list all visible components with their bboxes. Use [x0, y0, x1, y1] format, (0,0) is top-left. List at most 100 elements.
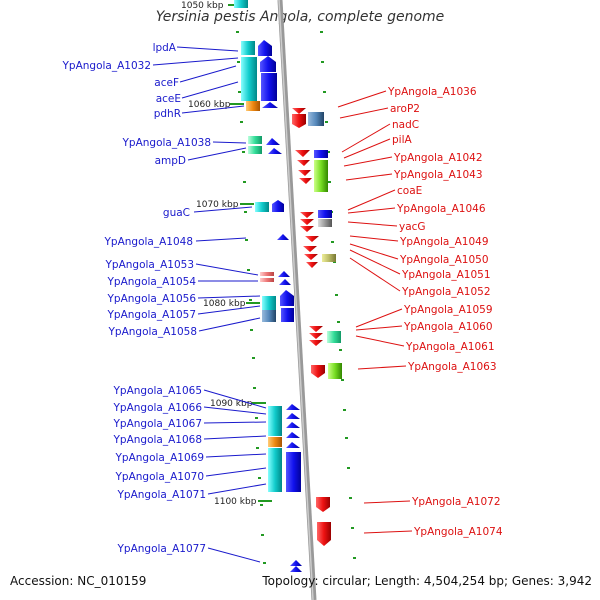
gene-arrow — [295, 150, 310, 157]
gene-block — [314, 150, 328, 158]
gene-block — [281, 308, 294, 322]
gene-arrow — [262, 102, 278, 108]
gene-arrow — [317, 522, 331, 546]
gene-label: YpAngola_A1061 — [405, 341, 495, 353]
gene-block — [261, 73, 277, 101]
map-title: Yersinia pestis Angola, complete genome — [155, 9, 445, 25]
gene-arrow — [266, 138, 280, 145]
gene-label: YpAngola_A1049 — [399, 236, 489, 248]
gene-block — [248, 146, 262, 154]
gene-label: YpAngola_A1038 — [121, 137, 211, 149]
gene-arrow — [303, 246, 317, 252]
gene-label: ampD — [155, 155, 186, 167]
kbp-label: 1090 kbp — [210, 399, 253, 409]
gene-arrow — [300, 212, 314, 218]
gene-label: YpAngola_A1042 — [393, 152, 483, 164]
gene-label: pilA — [392, 134, 412, 146]
gene-label: pdhR — [154, 108, 181, 120]
gene-label: YpAngola_A1054 — [106, 276, 196, 288]
gene-label: YpAngola_A1043 — [393, 169, 483, 181]
gene-block — [241, 57, 257, 101]
gene-label: guaC — [163, 207, 190, 219]
kbp-label: 1080 kbp — [203, 299, 246, 309]
gene-label: YpAngola_A1067 — [112, 418, 202, 430]
kbp-label: 1100 kbp — [214, 497, 257, 507]
gene-block — [318, 210, 332, 218]
gene-arrow — [272, 200, 284, 212]
gene-arrow — [292, 114, 306, 128]
gene-block — [268, 437, 282, 447]
gene-label: YpAngola_A1036 — [387, 86, 477, 98]
gene-arrow — [292, 108, 306, 114]
gene-arrow — [279, 279, 291, 285]
kbp-label: 1050 kbp — [181, 1, 224, 11]
gene-label: YpAngola_A1059 — [403, 304, 493, 316]
gene-arrow — [290, 566, 302, 572]
gene-arrow — [300, 219, 314, 225]
gene-block — [322, 254, 336, 262]
gene-block — [318, 219, 332, 227]
gene-label: YpAngola_A1057 — [106, 309, 196, 321]
gene-label: lpdA — [153, 42, 177, 54]
gene-label: YpAngola_A1066 — [112, 402, 202, 414]
gene-label: YpAngola_A1071 — [116, 489, 206, 501]
left-leader-lines — [152, 46, 267, 563]
gene-label: YpAngola_A1070 — [114, 471, 204, 483]
gene-label: YpAngola_A1053 — [104, 259, 194, 271]
gene-block — [262, 296, 276, 310]
gene-arrow — [316, 497, 330, 512]
gene-arrow — [290, 560, 302, 566]
gene-block — [260, 278, 274, 282]
right-leader-lines — [337, 90, 413, 534]
gene-label: YpAngola_A1032 — [61, 60, 151, 72]
gene-label: YpAngola_A1068 — [112, 434, 202, 446]
gene-label: YpAngola_A1050 — [399, 254, 489, 266]
gene-block — [286, 452, 301, 492]
right-track-ticks — [320, 31, 356, 559]
gene-arrow — [299, 178, 312, 184]
gene-arrow — [300, 226, 314, 232]
gene-arrow — [305, 236, 319, 242]
gene-label: aroP2 — [390, 103, 420, 115]
gene-arrow — [306, 262, 318, 268]
gene-arrow — [268, 148, 282, 154]
genome-backbone-highlight — [278, 0, 314, 600]
gene-arrow — [304, 254, 318, 260]
kbp-ticks: 1050 kbp 1060 kbp 1070 kbp 1080 kbp 1090… — [181, 1, 272, 507]
gene-label: nadC — [392, 119, 419, 131]
gene-label: coaE — [397, 185, 422, 197]
gene-arrow — [309, 326, 323, 332]
gene-arrow — [311, 365, 325, 378]
gene-arrow — [309, 340, 323, 346]
gene-block — [308, 112, 324, 126]
gene-label: YpAngola_A1048 — [103, 236, 193, 248]
gene-arrow — [286, 404, 300, 410]
gene-label: YpAngola_A1058 — [107, 326, 197, 338]
right-gene-labels: YpAngola_A1036 aroP2 nadC pilA YpAngola_… — [387, 86, 503, 538]
gene-label: aceE — [156, 93, 181, 105]
gene-label: aceF — [154, 77, 179, 89]
gene-arrow — [280, 290, 294, 306]
reverse-genes — [292, 108, 342, 546]
gene-block — [328, 363, 342, 379]
gene-label: YpAngola_A1072 — [411, 496, 501, 508]
gene-arrow — [298, 170, 311, 176]
kbp-label: 1070 kbp — [196, 200, 239, 210]
genome-summary-text: Topology: circular; Length: 4,504,254 bp… — [262, 574, 592, 588]
gene-block — [255, 202, 269, 212]
genome-backbone — [277, 0, 317, 600]
gene-arrow — [309, 333, 323, 339]
gene-block — [260, 272, 274, 276]
gene-label: YpAngola_A1051 — [401, 269, 491, 281]
gene-arrow — [278, 271, 290, 277]
gene-label: YpAngola_A1069 — [114, 452, 204, 464]
gene-arrow — [286, 413, 300, 419]
left-gene-labels: lpdA YpAngola_A1032 aceF aceE pdhR YpAng… — [61, 42, 211, 555]
gene-block — [248, 136, 262, 144]
gene-arrow — [286, 432, 300, 438]
forward-genes — [234, 0, 302, 572]
gene-arrow — [286, 422, 300, 428]
gene-block — [262, 310, 276, 322]
gene-label: YpAngola_A1063 — [407, 361, 497, 373]
left-track-ticks — [236, 31, 266, 564]
